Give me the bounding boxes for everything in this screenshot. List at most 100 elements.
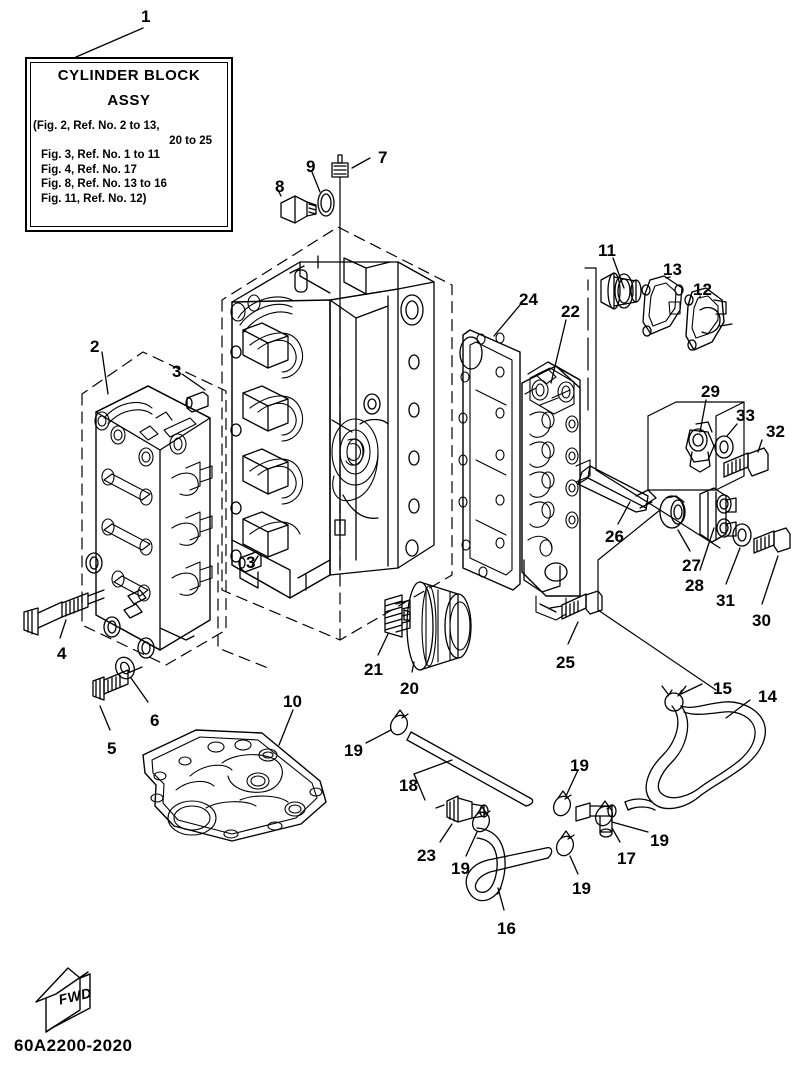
leader-10: [278, 709, 294, 746]
callout-19c: 19: [570, 756, 589, 775]
callout-16: 16: [497, 919, 516, 938]
callout-13: 13: [663, 260, 682, 279]
leader-3a: [181, 373, 206, 391]
part-26-anode-rod: [577, 465, 657, 513]
part-25-bolt: [549, 590, 603, 620]
leader-27: [677, 529, 691, 552]
callout-24: 24: [519, 290, 538, 309]
title-block-line2: ASSY: [107, 92, 151, 109]
dashed-envelope-block: [221, 226, 453, 641]
leader-25: [567, 621, 579, 645]
part-24-gasket: [458, 329, 521, 591]
part-12-cover: [684, 287, 733, 351]
part-28-bracket: [699, 487, 737, 543]
callout-21: 21: [364, 660, 383, 679]
leader-21: [377, 633, 389, 656]
callout-18: 18: [399, 776, 418, 795]
part-33-washer: [714, 435, 734, 459]
leader-4: [59, 619, 67, 639]
leader-33: [726, 423, 738, 437]
part-9-o-ring: [317, 189, 335, 217]
callout-33: 33: [736, 406, 755, 425]
leader-23: [439, 823, 453, 843]
leader-16: [497, 887, 505, 911]
part-19d-clamp: [555, 830, 575, 857]
leader-13: [665, 276, 671, 279]
title-block: CYLINDER BLOCK ASSY (Fig. 2, Ref. No. 2 …: [25, 57, 233, 232]
part-29-anode-holder: [685, 421, 715, 473]
leader-1: [75, 27, 144, 58]
ref-line-5: Fig. 8, Ref. No. 13 to 16: [41, 178, 167, 190]
part-20-oil-filter: [406, 581, 472, 671]
part-16-hose: [465, 827, 553, 902]
part-21-nipple: [384, 594, 411, 638]
leader-19a: [365, 729, 392, 744]
callout-23: 23: [417, 846, 436, 865]
callout-20: 20: [400, 679, 419, 698]
leader-14: [725, 699, 751, 719]
leader-17: [611, 827, 621, 843]
leader-2: [101, 351, 109, 395]
leader-7: [351, 157, 371, 169]
ref-line-2: 20 to 25: [169, 134, 212, 147]
callout-28: 28: [685, 576, 704, 595]
leader-19d: [569, 855, 579, 875]
part-6-washer: [115, 656, 135, 680]
part-15-spring-clamp: [661, 685, 687, 712]
part-code: 60A2200-2020: [14, 1036, 133, 1055]
leader-28: [699, 527, 715, 571]
leader-8: [276, 187, 282, 197]
part-3a-dowel-pin: [185, 391, 209, 413]
callout-29: 29: [701, 382, 720, 401]
part-19b-clamp: [471, 806, 491, 833]
part-13-gasket: [641, 275, 684, 337]
callout-6: 6: [150, 711, 160, 730]
callout-9: 9: [306, 157, 316, 176]
group-boundary-lines: [584, 267, 745, 691]
part-4-long-bolt: [23, 589, 105, 636]
callout-19b: 19: [451, 859, 470, 878]
part-5-short-bolt: [92, 666, 143, 701]
callout-19e: 19: [650, 831, 669, 850]
leader-19c: [565, 769, 579, 797]
callout-17: 17: [617, 849, 636, 868]
callout-19a: 19: [344, 741, 363, 760]
leader-18b: [413, 773, 426, 801]
part-10-cover: [142, 729, 327, 842]
part-31-washer: [732, 523, 752, 547]
part-19a-clamp: [389, 709, 409, 736]
callout-31: 31: [716, 591, 735, 610]
callout-26: 26: [605, 527, 624, 546]
part-27-grommet: [659, 495, 686, 529]
leader-24: [493, 304, 521, 337]
leader-11: [612, 257, 625, 289]
leader-22: [550, 319, 567, 384]
callout-3b: 3: [246, 553, 256, 572]
leader-20: [411, 661, 415, 673]
ref-line-3: Fig. 3, Ref. No. 1 to 11: [41, 149, 160, 161]
part-2-intake-manifold: [85, 385, 213, 659]
title-block-references: (Fig. 2, Ref. No. 2 to 13, 20 to 25 Fig.…: [32, 119, 226, 206]
callout-12: 12: [693, 280, 712, 299]
ref-line-4: Fig. 4, Ref. No. 17: [41, 163, 137, 176]
leader-19b: [465, 831, 478, 857]
callout-1: 1: [141, 7, 151, 26]
title-block-inner-border: [30, 62, 228, 227]
callout-19d: 19: [572, 879, 591, 898]
callout-27: 27: [682, 556, 701, 575]
callout-2: 2: [90, 337, 100, 356]
part-7-plug-screw: [331, 154, 349, 536]
leader-9: [311, 171, 321, 193]
leader-30: [761, 555, 779, 605]
callout-5: 5: [107, 739, 117, 758]
title-block-line1: CYLINDER BLOCK: [57, 67, 201, 84]
callout-10: 10: [283, 692, 302, 711]
callout-11: 11: [598, 241, 616, 260]
part-30-bolt: [753, 527, 791, 554]
part-18-pipe: [406, 731, 534, 807]
leader-19e: [611, 821, 649, 833]
leader-6: [130, 677, 149, 703]
ref-line-1: (Fig. 2, Ref. No. 2 to 13,: [33, 120, 160, 132]
part-11-thermostat: [600, 272, 642, 310]
